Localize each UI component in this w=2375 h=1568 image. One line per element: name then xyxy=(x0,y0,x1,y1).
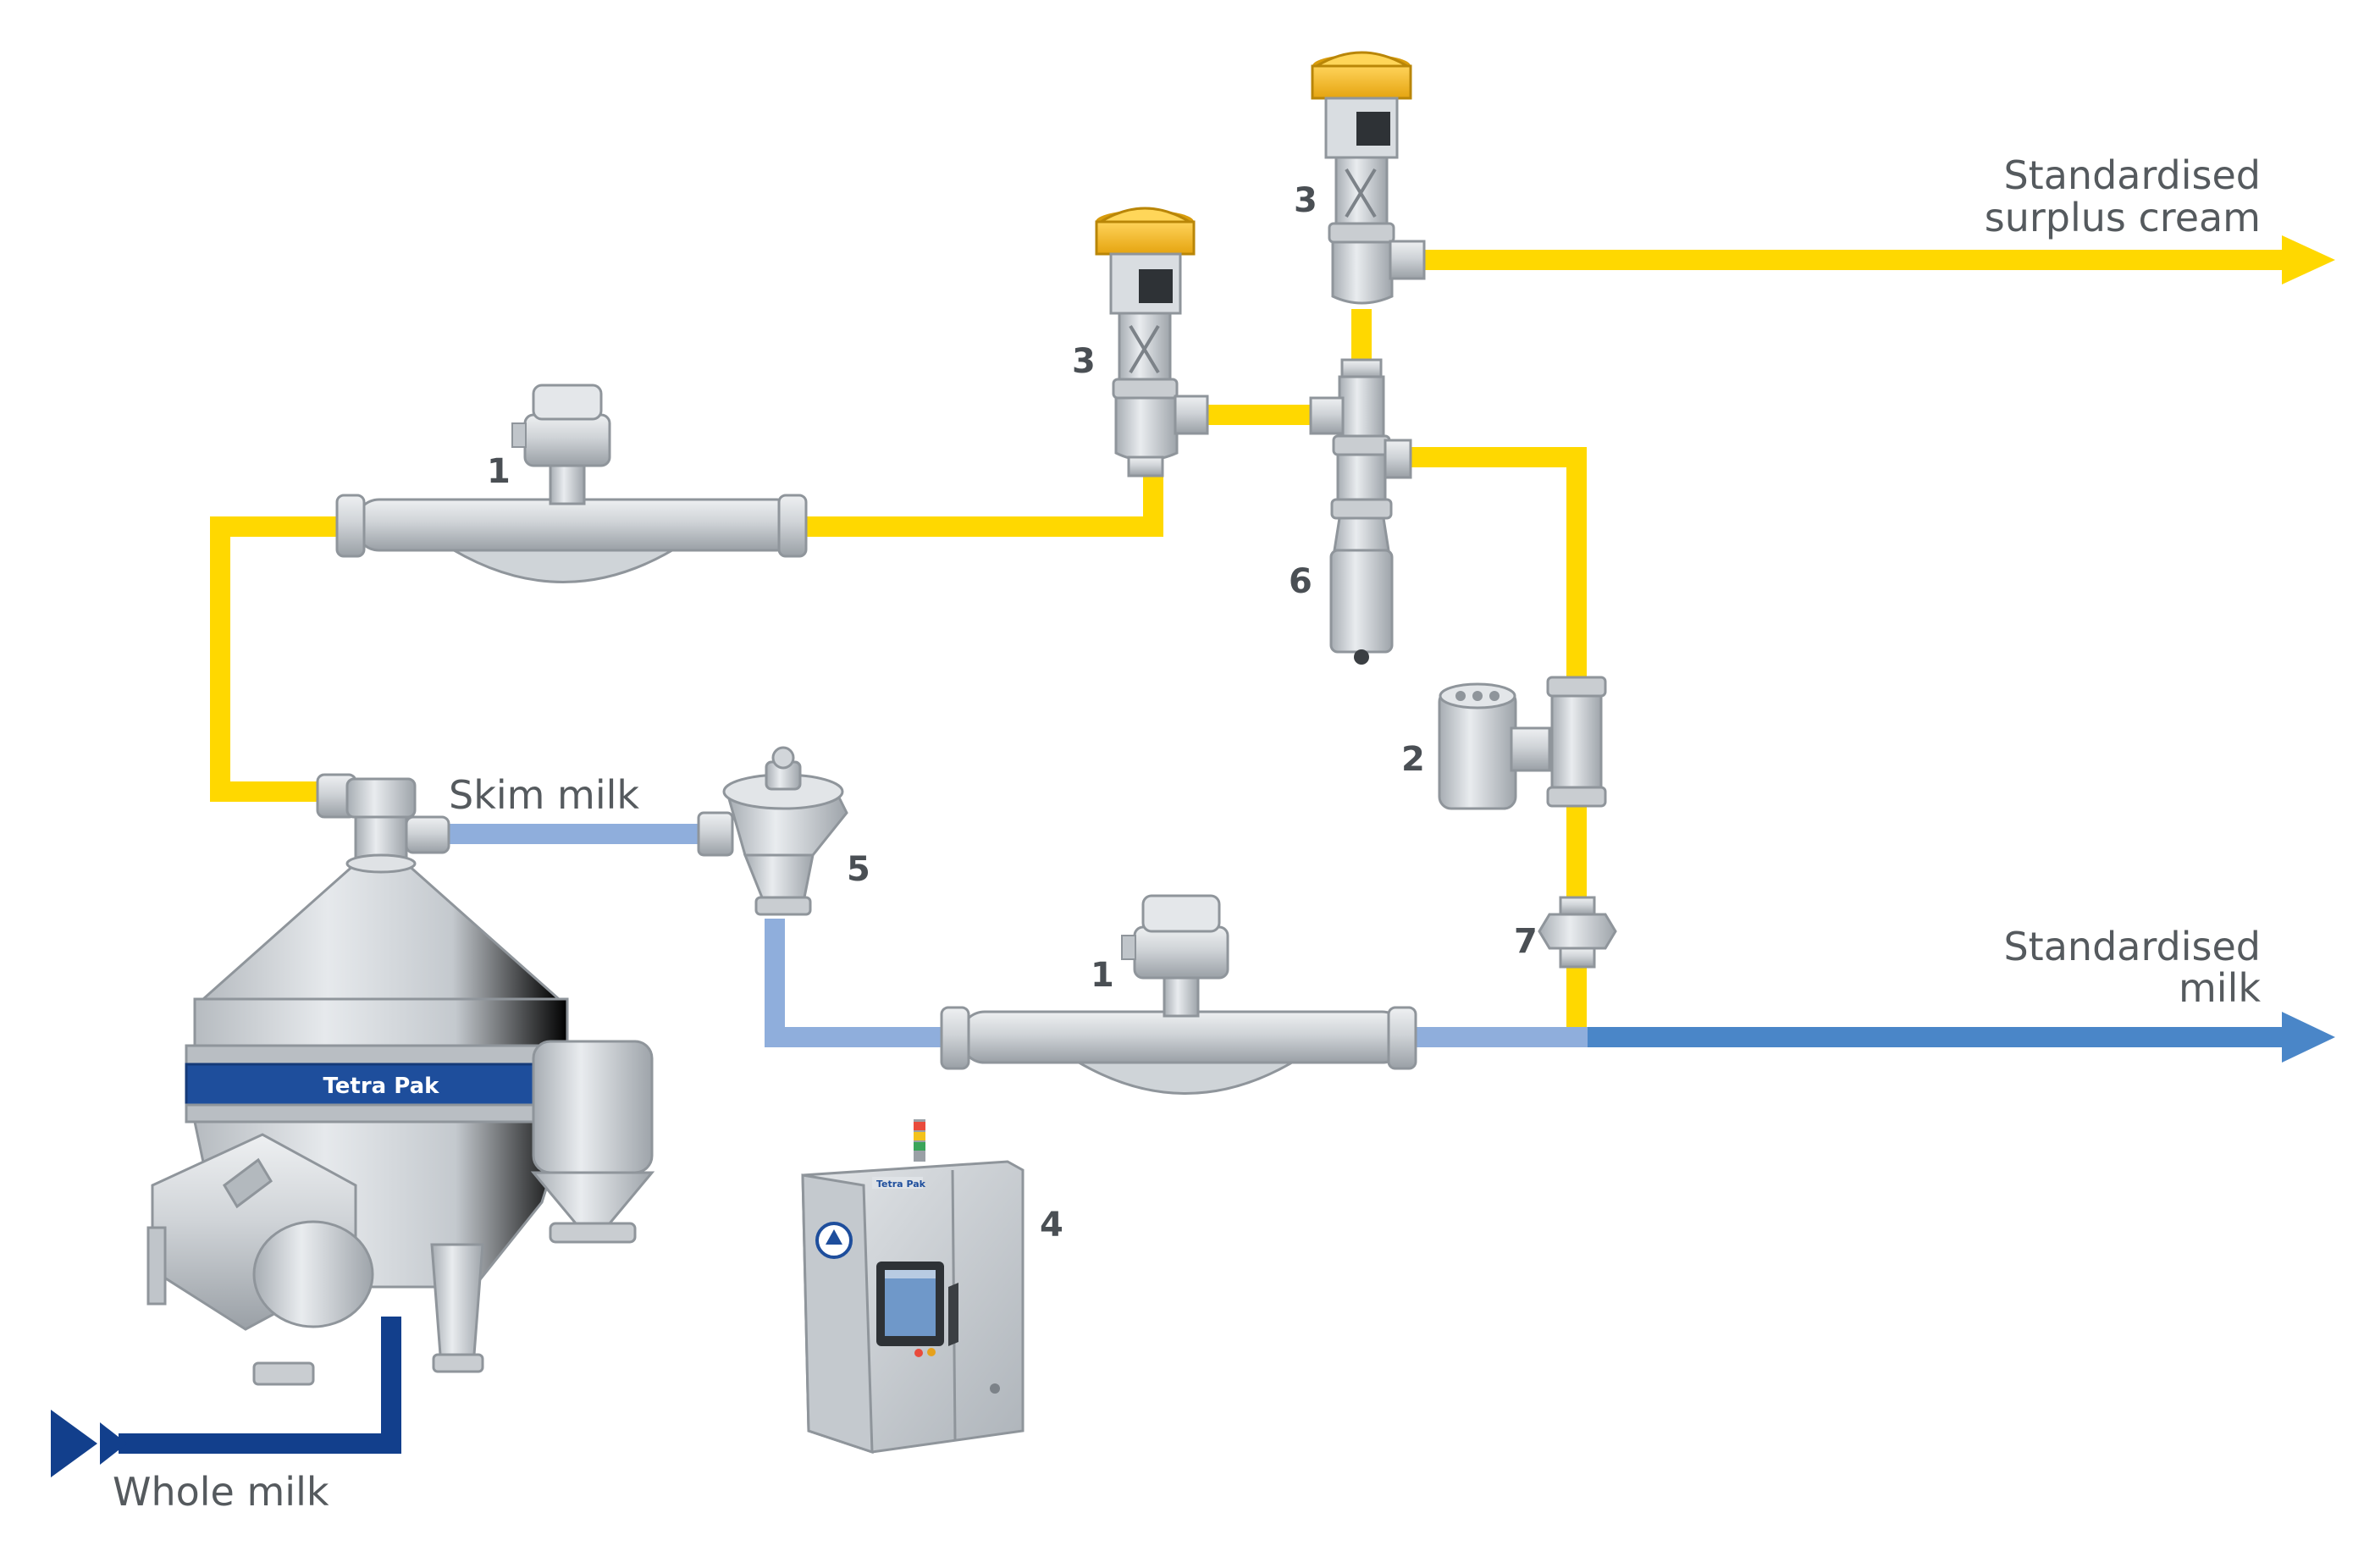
component-number-flow-meter-cream: 1 xyxy=(487,452,511,491)
whole-milk-arrow xyxy=(51,1410,127,1477)
whole-milk-pipe xyxy=(119,1317,401,1454)
component-number-control-panel: 4 xyxy=(1040,1206,1063,1245)
skim-milk-label: Skim milk xyxy=(449,772,639,818)
skim-flow-meter xyxy=(940,894,1417,1095)
shut-off-valve xyxy=(1309,358,1412,665)
pipe-network xyxy=(119,250,2288,1454)
constant-pressure-valve xyxy=(697,746,848,916)
cream-flow-meter xyxy=(335,384,808,583)
standardised-surplus-cream-label-line1: Standardised xyxy=(2003,152,2261,198)
separator: Tetra Pak xyxy=(146,773,655,1386)
whole-milk-label: Whole milk xyxy=(113,1469,329,1515)
cream-pipe-separator-to-flowmeter xyxy=(210,516,351,802)
separator-logo-text: Tetra Pak xyxy=(323,1074,440,1099)
cream-pipe-to-check-valve xyxy=(1406,447,1587,684)
component-number-density-transmitter: 2 xyxy=(1401,740,1425,779)
control-valve-right xyxy=(1311,51,1426,305)
component-number-check-valve: 7 xyxy=(1514,922,1538,961)
component-number-flow-meter-skim: 1 xyxy=(1091,956,1114,995)
component-numbers: 1 1 2 3 3 4 5 6 7 xyxy=(487,181,1538,1245)
flow-labels: Whole milk Skim milk Standardised surplu… xyxy=(113,152,2261,1515)
panel-logo-text: Tetra Pak xyxy=(876,1179,926,1190)
skim-milk-pipe-valve-to-flowmeter xyxy=(765,919,944,1047)
cream-pipe-flowmeter-to-valve xyxy=(800,464,1163,537)
standardised-surplus-cream-arrow xyxy=(2282,235,2335,284)
panel-handle xyxy=(948,1283,958,1346)
density-transmitter xyxy=(1438,676,1607,810)
standardised-milk-arrow xyxy=(2282,1012,2335,1063)
check-valve xyxy=(1538,896,1617,969)
standardised-milk-label-line2: milk xyxy=(2179,965,2261,1011)
component-number-shut-off-valve: 6 xyxy=(1289,562,1312,601)
standardised-surplus-cream-label-line2: surplus cream xyxy=(1985,195,2261,240)
control-panel: Tetra Pak xyxy=(801,1119,1025,1455)
component-number-control-valve-left: 3 xyxy=(1072,342,1096,381)
component-number-constant-pressure-valve: 5 xyxy=(847,850,870,889)
control-valve-left xyxy=(1095,207,1209,478)
standardised-milk-label-line1: Standardised xyxy=(2003,924,2261,969)
component-number-control-valve-right: 3 xyxy=(1294,181,1317,220)
